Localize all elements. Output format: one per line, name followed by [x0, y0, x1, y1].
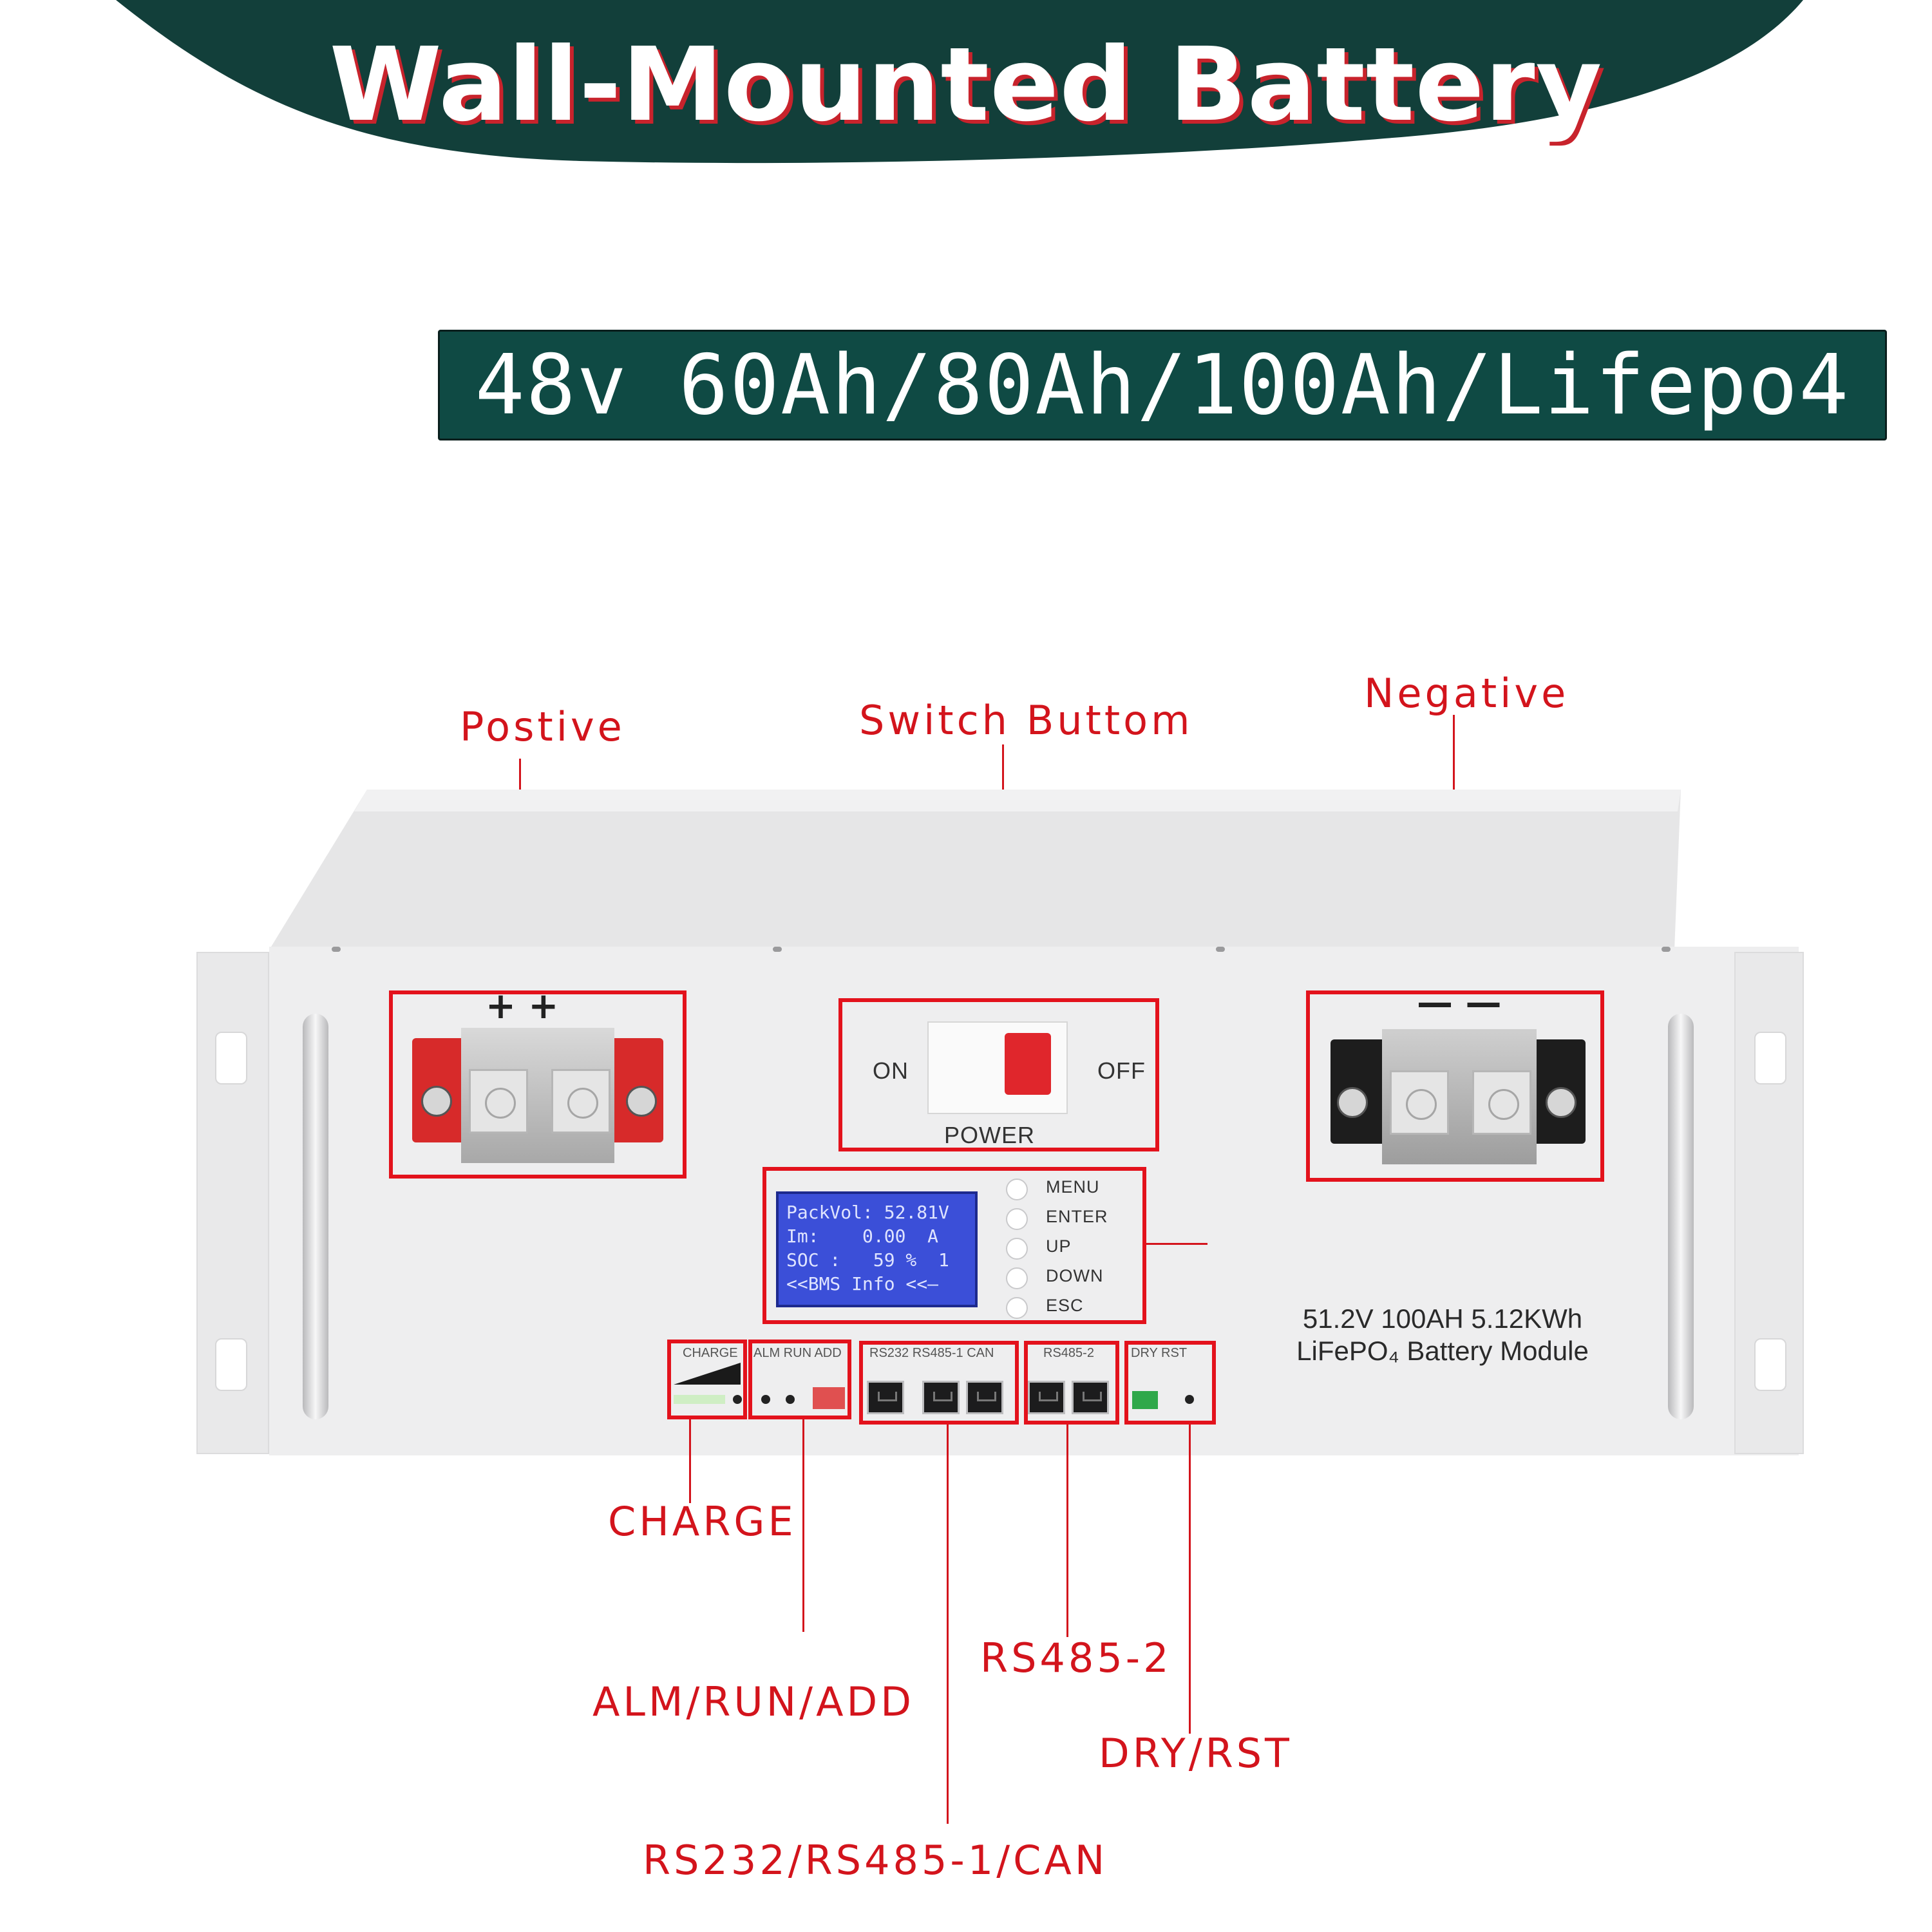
rs485-2-label: RS485-2 — [1043, 1346, 1094, 1360]
chassis-screw — [1216, 947, 1225, 952]
esc-button[interactable] — [1006, 1297, 1028, 1319]
page-title: Wall-Mounted Battery — [329, 26, 1603, 144]
lcd-line: PackVol: 52.81V — [786, 1202, 949, 1223]
negative-screw-right — [1546, 1087, 1577, 1118]
callout-alm-run-add: ALM/RUN/ADD — [592, 1678, 914, 1725]
down-button[interactable] — [1006, 1267, 1028, 1289]
negative-screw-left — [1337, 1087, 1368, 1118]
model-line-2: LiFePO₄ Battery Module — [1296, 1336, 1589, 1366]
down-button-label: DOWN — [1046, 1266, 1104, 1285]
enter-button-label: ENTER — [1046, 1207, 1108, 1226]
leader-display — [1146, 1243, 1208, 1245]
leader-rs485-2 — [1066, 1425, 1068, 1637]
highlight-alm-run-add — [748, 1340, 851, 1419]
positive-marks: + + — [486, 985, 559, 1027]
negative-bolt-1 — [1390, 1070, 1449, 1135]
up-button-label: UP — [1046, 1236, 1072, 1256]
alm-run-add-label: ALM RUN ADD — [753, 1346, 842, 1360]
spec-text: 48v 60Ah/80Ah/100Ah/Lifepo4 — [475, 337, 1850, 433]
leader-rs232-rs485-can — [947, 1425, 949, 1824]
menu-button-label: MENU — [1046, 1177, 1100, 1197]
highlight-rs485-2 — [1024, 1341, 1119, 1425]
lcd-line: SOC : 59 % 1 — [786, 1249, 949, 1271]
rs232-port[interactable] — [867, 1381, 904, 1414]
highlight-display — [762, 1167, 1146, 1324]
leader-alm-run-add — [802, 1419, 804, 1632]
positive-bolt-1 — [469, 1069, 528, 1133]
charge-leds — [674, 1395, 725, 1404]
add-dip-switch[interactable] — [813, 1387, 845, 1409]
dry-rst-label: DRY RST — [1131, 1346, 1188, 1360]
up-button[interactable] — [1006, 1238, 1028, 1260]
positive-screw-left — [421, 1086, 452, 1117]
power-switch-toggle[interactable] — [1005, 1033, 1051, 1095]
dry-contact-terminal[interactable] — [1132, 1391, 1158, 1409]
rs485-2-port-b[interactable] — [1072, 1381, 1109, 1414]
enter-button[interactable] — [1006, 1208, 1028, 1230]
reset-button[interactable] — [1185, 1395, 1194, 1404]
handle-left[interactable] — [303, 1014, 328, 1419]
handle-right[interactable] — [1668, 1014, 1694, 1419]
charge-dot — [733, 1395, 742, 1404]
lcd-line: Im: 0.00 A — [786, 1226, 939, 1247]
switch-on-label: ON — [873, 1057, 909, 1084]
charge-indicator — [674, 1363, 741, 1385]
negative-marks: — — — [1417, 982, 1502, 1024]
positive-screw-right — [626, 1086, 657, 1117]
rs485-2-port-a[interactable] — [1028, 1381, 1065, 1414]
rs485-1-port[interactable] — [922, 1381, 960, 1414]
callout-switch: Switch Buttom — [859, 697, 1193, 744]
highlight-negative — [1306, 990, 1604, 1182]
highlight-charge — [667, 1340, 747, 1419]
menu-button[interactable] — [1006, 1179, 1028, 1200]
header-banner — [116, 0, 1803, 164]
callout-rs232-rs485-can: RS232/RS485-1/CAN — [643, 1837, 1108, 1884]
leader-charge — [689, 1419, 691, 1503]
switch-off-label: OFF — [1097, 1057, 1146, 1084]
run-led — [786, 1395, 795, 1404]
chassis-screw — [332, 947, 341, 952]
chassis-screw — [773, 947, 782, 952]
ear-slot — [215, 1338, 247, 1391]
chassis-top — [269, 790, 1681, 950]
leader-dry-rst — [1189, 1425, 1191, 1734]
switch-power-label: POWER — [944, 1122, 1036, 1148]
callout-negative: Negative — [1364, 670, 1569, 717]
callout-charge: CHARGE — [608, 1498, 797, 1545]
esc-button-label: ESC — [1046, 1296, 1084, 1315]
highlight-rs232-rs485-can — [859, 1341, 1019, 1425]
highlight-positive — [389, 990, 687, 1179]
alm-led — [761, 1395, 770, 1404]
charge-port-label: CHARGE — [683, 1346, 738, 1360]
spec-banner: 48v 60Ah/80Ah/100Ah/Lifepo4 — [438, 330, 1887, 440]
callout-dry-rst: DRY/RST — [1099, 1730, 1293, 1777]
can-port[interactable] — [966, 1381, 1003, 1414]
highlight-switch — [838, 998, 1159, 1151]
highlight-dry-rst — [1124, 1341, 1216, 1425]
ear-slot — [215, 1032, 247, 1084]
rs232-rs485-can-label: RS232 RS485-1 CAN — [869, 1346, 994, 1360]
callout-rs485-2: RS485-2 — [980, 1634, 1172, 1681]
callout-positive: Postive — [460, 703, 625, 750]
ear-slot — [1754, 1032, 1786, 1084]
positive-bolt-2 — [551, 1069, 611, 1133]
negative-bolt-2 — [1472, 1070, 1531, 1135]
model-line-1: 51.2V 100AH 5.12KWh — [1302, 1303, 1583, 1334]
chassis-screw — [1662, 947, 1671, 952]
lcd-line: <<BMS Info <<— — [786, 1273, 939, 1294]
ear-slot — [1754, 1338, 1786, 1391]
